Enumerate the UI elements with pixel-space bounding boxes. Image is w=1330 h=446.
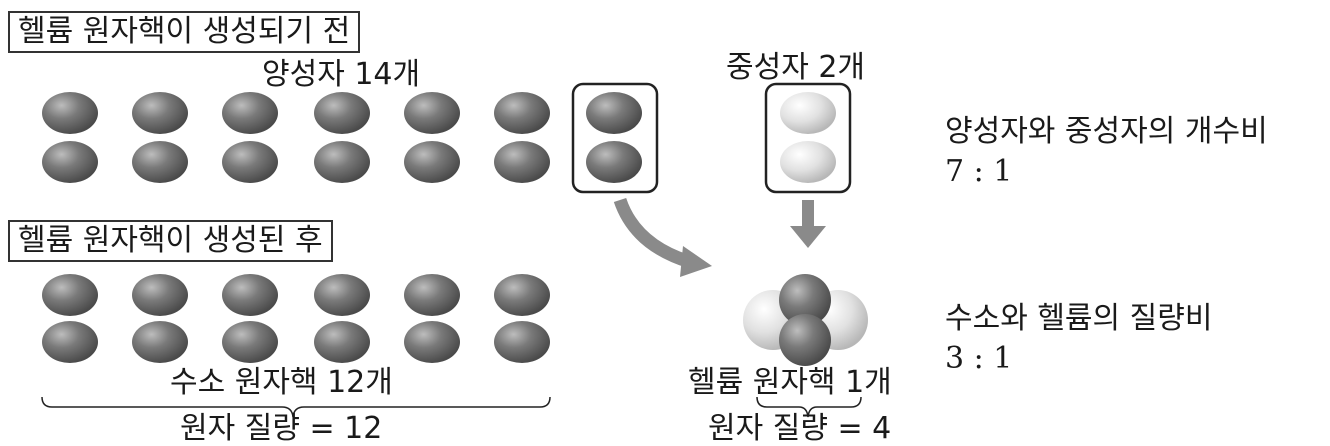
helium-nucleus-label: 헬륨 원자핵 1개	[688, 365, 892, 400]
hydrogen-brace	[41, 396, 551, 418]
hydrogen-nucleus	[222, 321, 278, 363]
proton-pair-box	[571, 82, 659, 194]
proton-to-helium-arrow	[613, 197, 693, 269]
helium-brace	[756, 396, 862, 418]
proton	[42, 141, 98, 183]
proton-count-label: 양성자 14개	[262, 57, 421, 92]
proton	[494, 92, 550, 134]
proton	[132, 141, 188, 183]
mass-ratio-value: 3 : 1	[945, 341, 1013, 376]
proton-neutron-ratio-value: 7 : 1	[945, 154, 1013, 189]
proton	[222, 141, 278, 183]
hydrogen-nuclei-grid	[42, 274, 550, 363]
hydrogen-nucleus	[314, 274, 370, 316]
neutron	[780, 141, 836, 183]
proton	[222, 92, 278, 134]
proton	[42, 92, 98, 134]
proton-arrow-head	[680, 246, 712, 277]
proton	[404, 141, 460, 183]
proton	[132, 92, 188, 134]
neutron-arrow-head	[790, 226, 826, 248]
hydrogen-nuclei-label: 수소 원자핵 12개	[170, 365, 393, 400]
proton	[586, 141, 642, 183]
hydrogen-nucleus	[314, 321, 370, 363]
neutron-pair-box	[764, 82, 852, 194]
neutron	[780, 92, 836, 134]
hydrogen-nucleus	[132, 321, 188, 363]
hydrogen-nucleus	[42, 274, 98, 316]
helium-mass-label: 원자 질량 = 4	[708, 411, 892, 446]
hydrogen-nucleus	[42, 321, 98, 363]
hydrogen-nucleus	[494, 274, 550, 316]
before-formation-label: 헬륨 원자핵이 생성되기 전	[8, 11, 361, 53]
proton	[404, 92, 460, 134]
neutron-to-helium-arrow	[802, 200, 814, 228]
hydrogen-nucleus	[404, 321, 460, 363]
hydrogen-nucleus	[132, 274, 188, 316]
hydrogen-nucleus	[494, 321, 550, 363]
hydrogen-nucleus	[404, 274, 460, 316]
helium-nucleus	[743, 274, 868, 366]
neutron-pair	[780, 92, 836, 183]
proton	[314, 92, 370, 134]
proton	[586, 92, 642, 134]
after-formation-label: 헬륨 원자핵이 생성된 후	[8, 220, 333, 262]
proton-grid-before	[42, 92, 642, 183]
proton	[314, 141, 370, 183]
proton	[494, 141, 550, 183]
hydrogen-nucleus	[222, 274, 278, 316]
proton-neutron-ratio-label: 양성자와 중성자의 개수비	[945, 114, 1268, 149]
mass-ratio-label: 수소와 헬륨의 질량비	[945, 301, 1213, 336]
hydrogen-mass-label: 원자 질량 = 12	[180, 411, 383, 446]
neutron-count-label: 중성자 2개	[726, 50, 866, 85]
